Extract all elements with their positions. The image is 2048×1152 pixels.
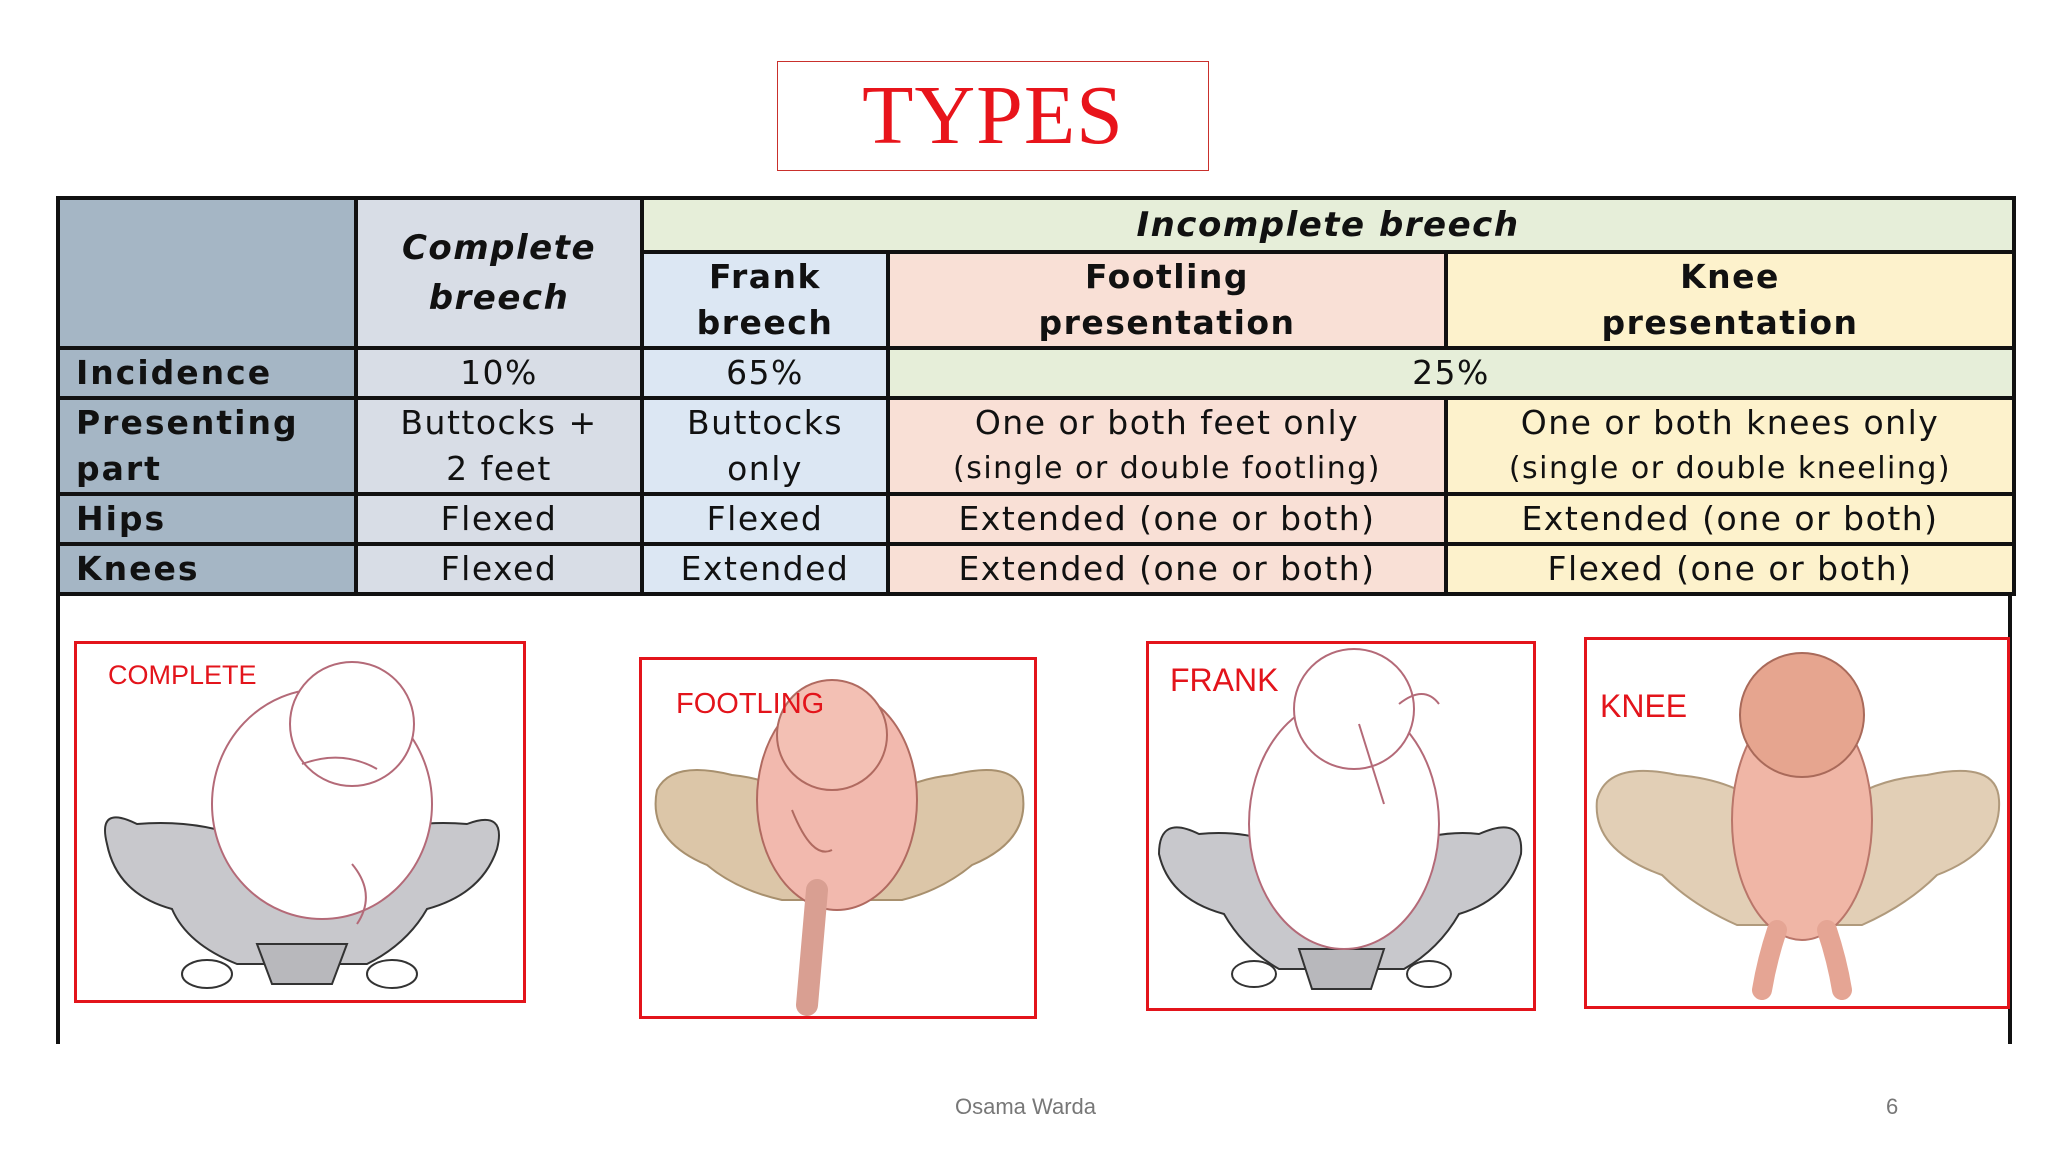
cell-presenting-frank-line2: only — [727, 449, 803, 488]
cell-hips-complete: Flexed — [354, 492, 644, 546]
header-frank-breech: Frank breech — [640, 250, 890, 350]
knee-presentation-illustration — [1584, 637, 2010, 1009]
breech-types-table: Complete breech Incomplete breech Frank … — [56, 196, 2016, 596]
cell-presenting-footling-line2: (single or double footling) — [952, 451, 1382, 486]
cell-presenting-complete-line1: Buttocks + — [400, 403, 598, 442]
cell-presenting-frank-line1: Buttocks — [686, 403, 844, 442]
cell-incidence-complete: 10% — [354, 346, 644, 400]
header-complete-breech: Complete breech — [354, 196, 644, 350]
row-label-presenting-part: Presenting part — [56, 396, 358, 496]
table-row-hips: Hips Flexed Flexed Extended (one or both… — [56, 492, 2016, 546]
cell-presenting-footling: One or both feet only (single or double … — [886, 396, 1448, 496]
frank-breech-illustration — [1146, 641, 1536, 1011]
table-row-knees: Knees Flexed Extended Extended (one or b… — [56, 542, 2016, 596]
cell-incidence-frank: 65% — [640, 346, 890, 400]
knee-label: KNEE — [1600, 688, 1688, 724]
table-row-presenting-part: Presenting part Buttocks + 2 feet Buttoc… — [56, 396, 2016, 496]
row-label-presenting-part-line2: part — [76, 449, 162, 488]
footer-page-number: 6 — [1886, 1094, 1899, 1119]
cell-knees-footling: Extended (one or both) — [886, 542, 1448, 596]
header-incomplete-breech: Incomplete breech — [640, 196, 2016, 254]
row-label-knees: Knees — [56, 542, 358, 596]
footer-author: Osama Warda — [955, 1094, 1097, 1119]
knee-presentation-drawing — [1595, 652, 2001, 1000]
header-footling-presentation: Footling presentation — [886, 250, 1448, 350]
title-box: TYPES — [777, 61, 1209, 171]
cell-knees-frank: Extended — [640, 542, 890, 596]
cell-presenting-knee: One or both knees only (single or double… — [1444, 396, 2016, 496]
table-header-row-1: Complete breech Incomplete breech — [56, 196, 2016, 350]
cell-presenting-knee-line1: One or both knees only — [1520, 403, 1940, 442]
complete-label: COMPLETE — [108, 660, 257, 690]
row-label-presenting-part-line1: Presenting — [76, 403, 299, 442]
cell-presenting-complete-line2: 2 feet — [446, 449, 552, 488]
cell-hips-frank: Flexed — [640, 492, 890, 546]
header-knee-presentation: Knee presentation — [1444, 250, 2016, 350]
frank-label: FRANK — [1170, 662, 1279, 698]
complete-breech-illustration — [74, 641, 526, 1003]
footling-breech-drawing — [654, 679, 1025, 1016]
cell-presenting-frank: Buttocks only — [640, 396, 890, 496]
table-row-incidence: Incidence 10% 65% 25% — [56, 346, 2016, 400]
frank-breech-drawing — [1157, 648, 1523, 990]
complete-breech-drawing — [104, 661, 500, 989]
frame-line-left — [56, 596, 60, 1044]
table-header-row-2: Frank breech Footling presentation Knee … — [58, 250, 2016, 350]
cell-presenting-knee-line2: (single or double kneeling) — [1508, 451, 1952, 486]
row-label-incidence: Incidence — [56, 346, 358, 400]
footling-breech-illustration — [639, 657, 1037, 1019]
cell-knees-complete: Flexed — [354, 542, 644, 596]
cell-hips-footling: Extended (one or both) — [886, 492, 1448, 546]
frame-line-right — [2008, 596, 2012, 1044]
slide-title: TYPES — [862, 69, 1124, 162]
cell-knees-knee: Flexed (one or both) — [1444, 542, 2016, 596]
cell-presenting-footling-line1: One or both feet only — [974, 403, 1360, 442]
cell-presenting-complete: Buttocks + 2 feet — [354, 396, 644, 496]
row-label-hips: Hips — [56, 492, 358, 546]
footling-label: FOOTLING — [676, 688, 825, 720]
cell-incidence-incomplete: 25% — [886, 346, 2016, 400]
cell-hips-knee: Extended (one or both) — [1444, 492, 2016, 546]
corner-cell — [56, 196, 358, 350]
